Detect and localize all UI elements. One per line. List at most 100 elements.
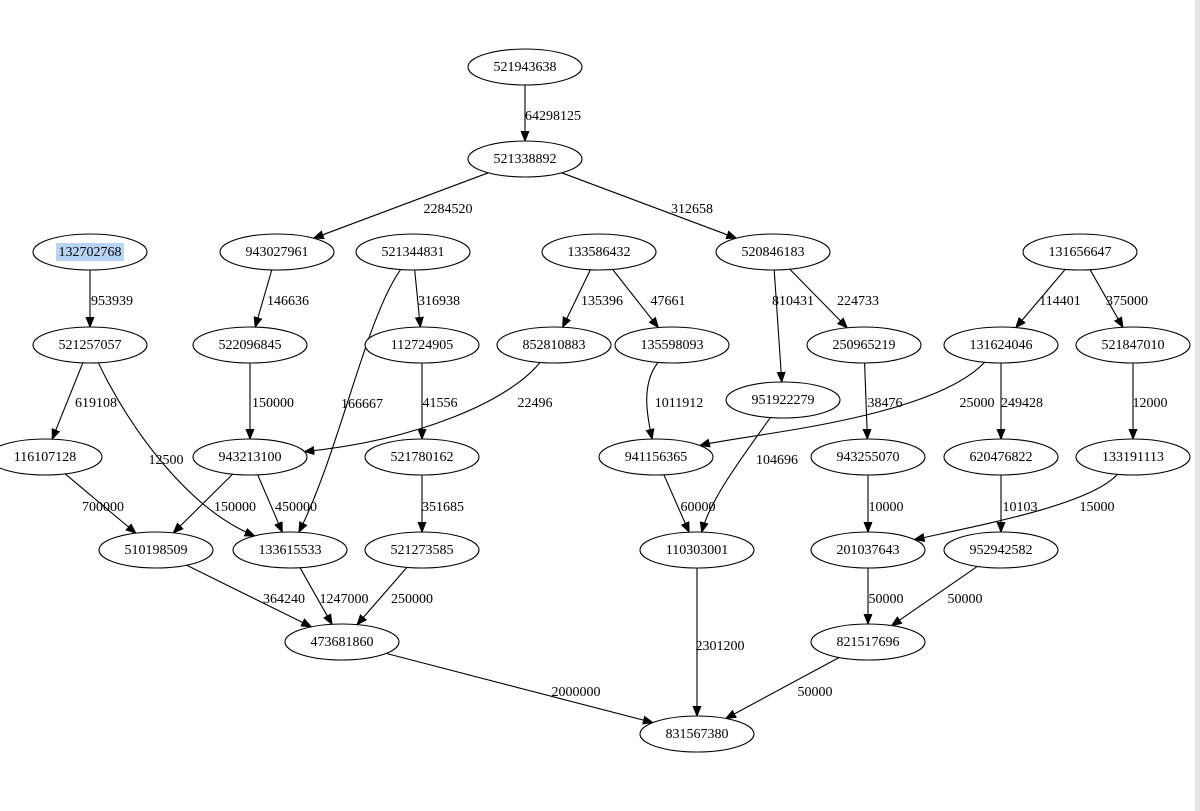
node-ellipse	[806, 326, 922, 364]
graph-node-521338892[interactable]: 521338892	[467, 140, 583, 178]
node-label: 116107128	[14, 450, 76, 465]
graph-node-116107128[interactable]: 116107128	[0, 438, 103, 476]
graph-node-941156365[interactable]: 941156365	[598, 438, 714, 476]
node-label: 521780162	[391, 450, 454, 465]
edge-521338892-to-943027961	[314, 172, 489, 238]
node-label: 133191113	[1102, 450, 1164, 465]
edge-852810883-to-943213100	[304, 362, 541, 452]
graph-node-133191113[interactable]: 133191113	[1075, 438, 1191, 476]
node-label: 941156365	[625, 450, 687, 465]
graph-node-952942582[interactable]: 952942582	[943, 531, 1059, 569]
graph-node-201037643[interactable]: 201037643	[810, 531, 926, 569]
edge-943027961-to-522096845	[255, 269, 273, 327]
edge-250965219-to-943255070	[865, 362, 868, 439]
node-label: 521257057	[59, 338, 122, 353]
graph-node-131624046[interactable]: 131624046	[943, 326, 1059, 364]
graph-node-110303001[interactable]: 110303001	[639, 531, 755, 569]
node-ellipse	[364, 326, 480, 364]
window-edge	[1195, 0, 1200, 811]
graph-node-620476822[interactable]: 620476822	[943, 438, 1059, 476]
nodes-layer: 521943638 521338892 132702768 943027961 5213…	[0, 48, 1191, 753]
edge-label: 104696	[756, 453, 798, 468]
edge-label: 41556	[423, 396, 458, 411]
node-ellipse	[467, 140, 583, 178]
graph-node-112724905[interactable]: 112724905	[364, 326, 480, 364]
graph-node-510198509[interactable]: 510198509	[98, 531, 214, 569]
edge-131624046-to-941156365	[700, 361, 986, 445]
node-ellipse	[284, 623, 400, 661]
edge-label: 953939	[91, 294, 133, 309]
node-ellipse	[1075, 438, 1191, 476]
graph-node-521847010[interactable]: 521847010	[1075, 326, 1191, 364]
edge-label: 351685	[422, 500, 464, 515]
edge-941156365-to-110303001	[663, 474, 689, 532]
graph-node-943213100[interactable]: 943213100	[192, 438, 308, 476]
graph-node-473681860[interactable]: 473681860	[284, 623, 400, 661]
graph-node-521344831[interactable]: 521344831	[355, 233, 471, 271]
graph-node-135598093[interactable]: 135598093	[614, 326, 730, 364]
graph-node-831567380[interactable]: 831567380	[639, 715, 755, 753]
edge-label: 249428	[1001, 396, 1043, 411]
node-ellipse	[725, 381, 841, 419]
graph-node-943027961[interactable]: 943027961	[219, 233, 335, 271]
edge-label: 38476	[868, 396, 903, 411]
graph-node-521943638[interactable]: 521943638	[467, 48, 583, 86]
edge-943213100-to-510198509	[173, 473, 234, 533]
node-ellipse	[943, 531, 1059, 569]
graph-node-520846183[interactable]: 520846183	[715, 233, 831, 271]
graph-node-133615533[interactable]: 133615533	[232, 531, 348, 569]
edge-951922279-to-110303001	[702, 417, 771, 532]
node-label: 522096845	[219, 338, 282, 353]
edge-label: 450000	[275, 500, 317, 515]
node-ellipse	[32, 326, 148, 364]
graph-node-521273585[interactable]: 521273585	[364, 531, 480, 569]
edge-521273585-to-473681860	[357, 567, 408, 624]
node-ellipse	[715, 233, 831, 271]
graph-node-521780162[interactable]: 521780162	[364, 438, 480, 476]
node-label: 521847010	[1102, 338, 1165, 353]
edge-label: 166667	[341, 397, 383, 412]
node-ellipse	[364, 438, 480, 476]
node-label: 821517696	[837, 635, 900, 650]
graph-node-943255070[interactable]: 943255070	[810, 438, 926, 476]
graph-node-131656647[interactable]: 131656647	[1022, 233, 1138, 271]
edge-131656647-to-521847010	[1089, 269, 1123, 328]
edge-label: 810431	[772, 294, 814, 309]
edge-label: 12000	[1133, 396, 1168, 411]
edge-label: 15000	[1080, 500, 1115, 515]
edge-label: 146636	[267, 294, 309, 309]
node-label: 132702768	[59, 245, 122, 260]
edge-label: 60000	[681, 500, 716, 515]
graph-node-821517696[interactable]: 821517696	[810, 623, 926, 661]
edge-521338892-to-520846183	[561, 172, 737, 238]
node-ellipse	[639, 715, 755, 753]
graph-node-132702768[interactable]: 132702768	[32, 233, 148, 271]
graph-node-250965219[interactable]: 250965219	[806, 326, 922, 364]
edge-label: 114401	[1039, 294, 1080, 309]
edge-label: 150000	[214, 500, 256, 515]
edge-label: 150000	[252, 396, 294, 411]
graph-node-133586432[interactable]: 133586432	[541, 233, 657, 271]
graph-node-521257057[interactable]: 521257057	[32, 326, 148, 364]
graph-node-951922279[interactable]: 951922279	[725, 381, 841, 419]
graph-node-852810883[interactable]: 852810883	[496, 326, 612, 364]
edge-label: 10000	[869, 500, 904, 515]
edge-label: 250000	[391, 592, 433, 607]
node-ellipse	[810, 623, 926, 661]
edge-label: 50000	[869, 592, 904, 607]
node-ellipse	[219, 233, 335, 271]
graph-node-522096845[interactable]: 522096845	[192, 326, 308, 364]
edge-943213100-to-133615533	[257, 474, 283, 532]
node-ellipse	[364, 531, 480, 569]
node-label: 521273585	[391, 543, 454, 558]
edge-510198509-to-473681860	[186, 564, 312, 627]
node-ellipse	[0, 438, 103, 476]
node-label: 952942582	[970, 543, 1033, 558]
node-label: 473681860	[311, 635, 374, 650]
node-label: 852810883	[523, 338, 586, 353]
node-ellipse	[232, 531, 348, 569]
node-label: 112724905	[391, 338, 453, 353]
edge-label: 700000	[82, 500, 124, 515]
node-ellipse	[355, 233, 471, 271]
